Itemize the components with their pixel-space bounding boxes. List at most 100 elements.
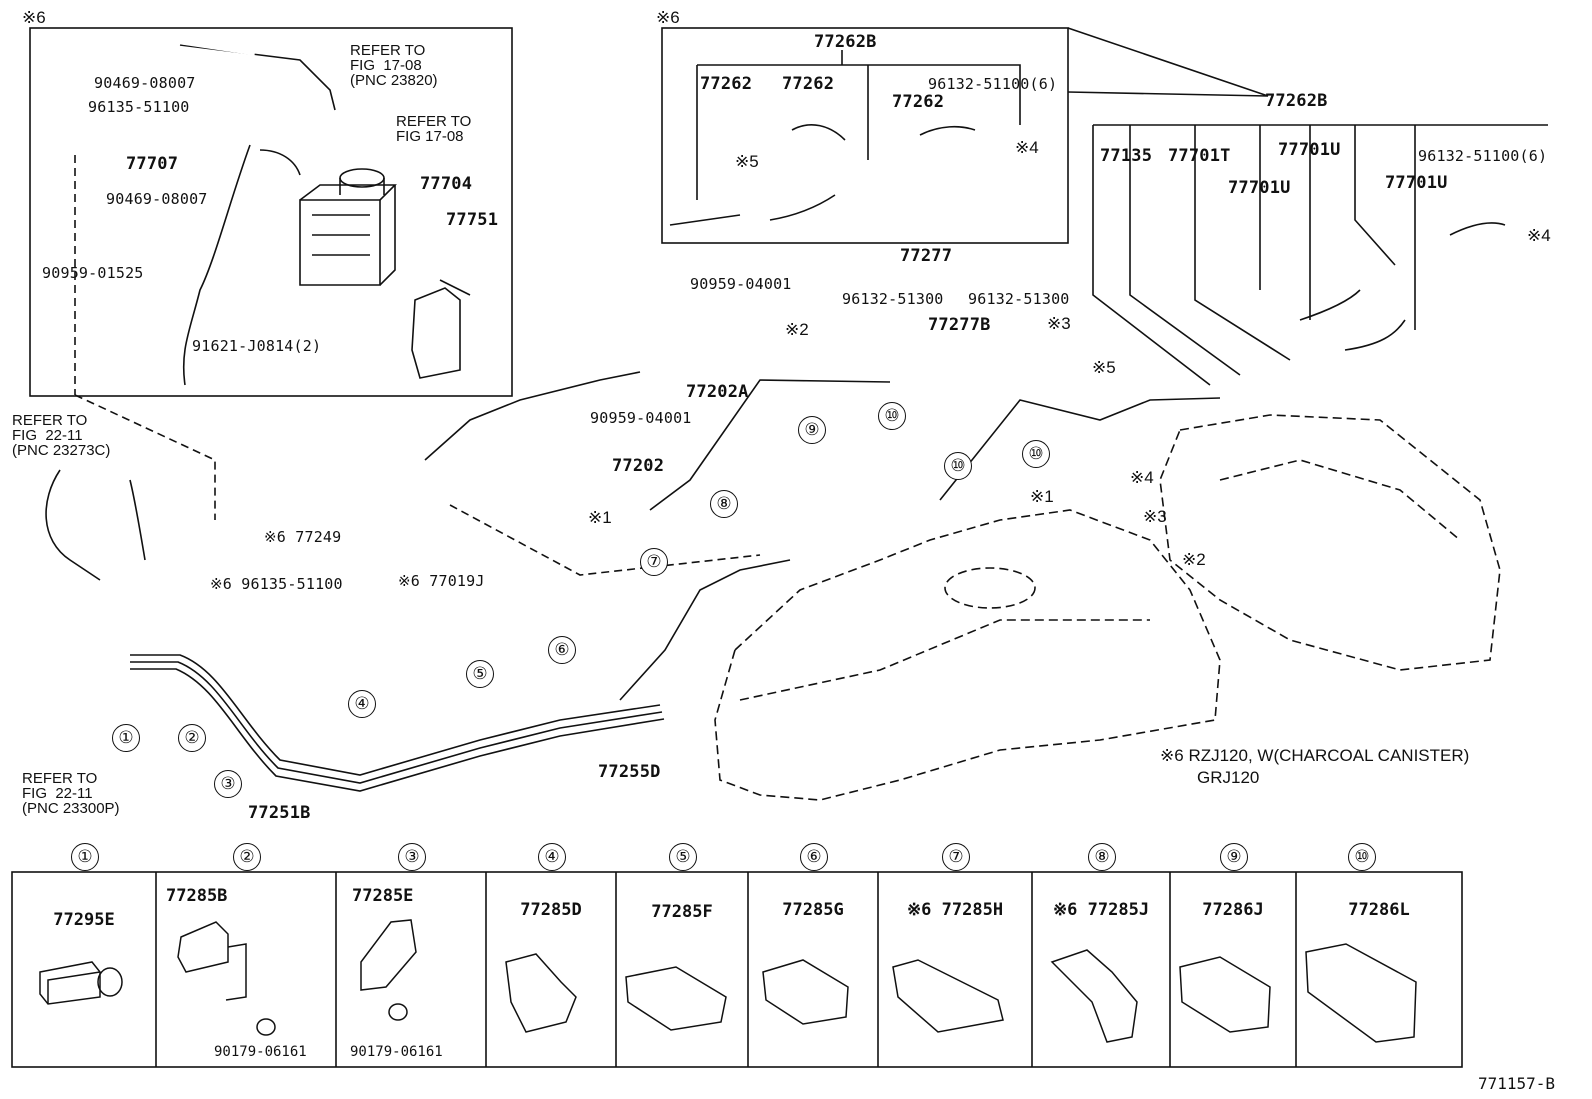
table-part-77285f: 77285F bbox=[651, 902, 713, 922]
table-part-77285g: 77285G bbox=[782, 900, 844, 920]
part-96132-51300-b: 96132-51300 bbox=[968, 290, 1070, 308]
fuel-tank-alt bbox=[1159, 414, 1501, 671]
part-96135-51100-left: ※6 96135-51100 bbox=[210, 575, 343, 593]
clamp-77285h-drawing bbox=[892, 959, 1004, 1033]
table-cell-8: ※6 77285J bbox=[1032, 872, 1170, 1067]
hose-box-leader bbox=[1067, 27, 1269, 97]
mark-3: ※3 bbox=[1047, 314, 1071, 333]
footnote-line-1: ※6 RZJ120, W(CHARCOAL CANISTER) bbox=[1160, 746, 1469, 766]
charcoal-canister bbox=[299, 168, 397, 286]
table-header-5: ⑤ bbox=[669, 843, 697, 871]
table-header-7: ⑦ bbox=[942, 843, 970, 871]
clamp-77285e-drawing bbox=[360, 919, 417, 1021]
part-77277: 77277 bbox=[900, 246, 953, 266]
part-90959-01525: 90959-01525 bbox=[42, 264, 144, 282]
callout-9: ⑨ bbox=[798, 416, 826, 444]
hose-box-mark-4: ※4 bbox=[1015, 138, 1039, 157]
dash-77202 bbox=[449, 504, 761, 576]
hose-box-77262-b: 77262 bbox=[782, 74, 835, 94]
right-mark-4: ※4 bbox=[1527, 226, 1551, 245]
table-part-77285h: ※6 77285H bbox=[906, 900, 1004, 920]
part-77704: 77704 bbox=[420, 174, 473, 194]
fuel-tank bbox=[714, 509, 1221, 801]
part-77251b: 77251B bbox=[248, 803, 311, 823]
hose-box-mark-5: ※5 bbox=[735, 152, 759, 171]
clamp-table-frame bbox=[11, 871, 1463, 1068]
part-77751: 77751 bbox=[446, 210, 499, 230]
fuel-lines bbox=[130, 654, 665, 792]
clamp-77285d-drawing bbox=[505, 953, 577, 1033]
canister-hose-b bbox=[259, 149, 301, 176]
callout-10-c: ⑩ bbox=[1022, 440, 1050, 468]
callout-1: ① bbox=[112, 724, 140, 752]
table-cell-9: 77286J bbox=[1170, 872, 1296, 1067]
canister-box-frame bbox=[29, 27, 513, 397]
callout-10-a: ⑩ bbox=[878, 402, 906, 430]
table-part-77285d: 77285D bbox=[520, 900, 582, 920]
refer-fig-17-08: REFER TO FIG 17-08 bbox=[396, 113, 472, 145]
mark-5: ※5 bbox=[1092, 358, 1116, 377]
part-77019j: ※6 77019J bbox=[398, 572, 485, 590]
part-77135: 77135 bbox=[1100, 146, 1153, 166]
part-77255d: 77255D bbox=[598, 762, 661, 782]
callout-4: ④ bbox=[348, 690, 376, 718]
clamp-77285g-drawing bbox=[762, 959, 849, 1025]
hose-box-77262b: 77262B bbox=[814, 32, 877, 52]
callout-10-b: ⑩ bbox=[944, 452, 972, 480]
part-77202a: 77202A bbox=[686, 382, 749, 402]
clamp-77285f-drawing bbox=[625, 966, 727, 1031]
part-77277b: 77277B bbox=[928, 315, 991, 335]
refer-fig-22-11-top: REFER TO FIG 22-11 (PNC 23273C) bbox=[12, 412, 111, 459]
part-91621-j0814: 91621-J0814(2) bbox=[192, 337, 322, 355]
hose-box-frame bbox=[661, 27, 1069, 244]
table-cell-5: 77285F bbox=[616, 872, 748, 1067]
part-77701u-a: 77701U bbox=[1278, 140, 1341, 160]
footnote-text: RZJ120, W(CHARCOAL CANISTER) bbox=[1188, 746, 1470, 765]
line-77262B bbox=[939, 397, 1221, 501]
footnote-line-2: GRJ120 bbox=[1197, 768, 1260, 787]
table-header-9: ⑨ bbox=[1220, 843, 1248, 871]
refer-fig-22-11-bottom: REFER TO FIG 22-11 (PNC 23300P) bbox=[22, 770, 120, 817]
line-77277 bbox=[649, 379, 891, 511]
callout-5: ⑤ bbox=[466, 660, 494, 688]
mark-1-right: ※1 bbox=[1030, 487, 1054, 506]
part-90469-08007-b: 90469-08007 bbox=[106, 190, 208, 208]
clamp-77285j-drawing bbox=[1050, 949, 1138, 1043]
clamp-77286j-drawing bbox=[1179, 956, 1271, 1033]
part-77701t: 77701T bbox=[1168, 146, 1231, 166]
right-96132-51100: 96132-51100(6) bbox=[1418, 147, 1548, 165]
part-90959-04001-bot: 90959-04001 bbox=[590, 409, 692, 427]
table-header-3: ③ bbox=[398, 843, 426, 871]
callout-8: ⑧ bbox=[710, 490, 738, 518]
line-77277-lower bbox=[619, 559, 791, 701]
line-77202 bbox=[424, 371, 641, 461]
table-header-10: ⑩ bbox=[1348, 843, 1376, 871]
table-header-2: ② bbox=[233, 843, 261, 871]
table-header-4: ④ bbox=[538, 843, 566, 871]
canister-box-mark: ※6 bbox=[22, 8, 46, 27]
right-77262b: 77262B bbox=[1265, 91, 1328, 111]
part-77202: 77202 bbox=[612, 456, 665, 476]
callout-6: ⑥ bbox=[548, 636, 576, 664]
table-cell-1: 77295E bbox=[12, 872, 156, 1067]
table-sub-90179-b: 90179-06161 bbox=[350, 1044, 443, 1060]
canister-bracket bbox=[411, 279, 471, 379]
table-part-77286j: 77286J bbox=[1202, 900, 1264, 920]
hose-box-77262-a: 77262 bbox=[700, 74, 753, 94]
part-96135-51100: 96135-51100 bbox=[88, 98, 190, 116]
table-cell-6: 77285G bbox=[748, 872, 878, 1067]
mark-1-left: ※1 bbox=[588, 508, 612, 527]
tank-mark-2: ※2 bbox=[1182, 550, 1206, 569]
table-part-77285j: ※6 77285J bbox=[1052, 900, 1150, 920]
left-hose-a bbox=[45, 469, 101, 581]
footnote-mark: ※6 bbox=[1160, 746, 1184, 765]
callout-7: ⑦ bbox=[640, 548, 668, 576]
tank-mark-3: ※3 bbox=[1143, 507, 1167, 526]
drawing-number: 771157-B bbox=[1478, 1074, 1556, 1093]
part-96132-51300-a: 96132-51300 bbox=[842, 290, 944, 308]
left-hose-b bbox=[129, 479, 146, 561]
table-cell-2: 77285B 90179-06161 bbox=[156, 872, 336, 1067]
table-cell-7: ※6 77285H bbox=[878, 872, 1032, 1067]
